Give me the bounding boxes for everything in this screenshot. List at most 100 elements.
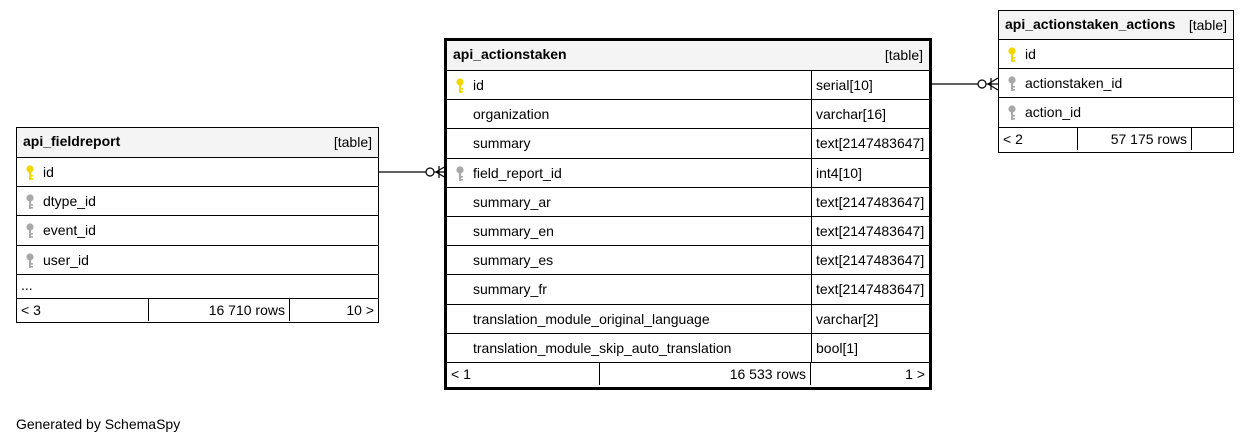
column-name-cell: summary_fr — [447, 275, 811, 303]
column-row-field-report-id[interactable]: field_report_id int4[10] — [447, 158, 929, 188]
parents-link[interactable]: < 2 — [999, 127, 1078, 150]
column-name-cell: translation_module_skip_auto_translation — [447, 334, 811, 362]
table-kind: [table] — [884, 47, 923, 63]
column-list: id dtype_id event_id user_id — [17, 158, 378, 275]
table-header: api_actionstaken [table] — [447, 41, 929, 71]
relation-actionstaken-actions — [930, 77, 999, 91]
column-name-cell: id — [999, 40, 1233, 68]
parents-link[interactable]: < 3 — [17, 298, 149, 321]
column-name: event_id — [43, 222, 96, 239]
relation-fieldreport-actionstaken — [379, 165, 447, 179]
table-kind: [table] — [1188, 17, 1227, 33]
table-footer: < 3 16 710 rows 10 > — [17, 298, 378, 321]
foreign-key-icon — [456, 165, 464, 182]
foreign-key-icon — [1008, 76, 1016, 92]
children-link[interactable]: 10 > — [346, 301, 374, 318]
column-row-actionstaken-id[interactable]: actionstaken_id — [999, 69, 1233, 99]
column-row-summary-es[interactable]: summary_es text[2147483647] — [447, 246, 929, 276]
column-row-translation-module-original-language[interactable]: translation_module_original_language varc… — [447, 304, 929, 334]
foreign-key-icon — [26, 252, 34, 269]
table-footer: < 2 57 175 rows — [999, 127, 1233, 150]
primary-key-icon — [26, 165, 34, 181]
column-name: translation_module_original_language — [473, 310, 710, 327]
foreign-key-icon — [26, 223, 34, 239]
column-type: text[2147483647] — [811, 216, 929, 246]
column-name-cell: translation_module_original_language — [447, 305, 811, 333]
column-name: summary — [473, 135, 531, 152]
column-type: varchar[16] — [811, 100, 929, 129]
table-header: api_fieldreport [table] — [17, 128, 378, 158]
column-type: serial[10] — [811, 71, 929, 100]
column-type: varchar[2] — [811, 304, 929, 333]
foreign-key-icon — [1008, 105, 1016, 121]
table-api-fieldreport[interactable]: api_fieldreport [table] id dtype_id event_… — [16, 127, 379, 323]
column-name-cell: organization — [447, 100, 811, 128]
column-name: id — [473, 77, 484, 93]
column-name-cell: field_report_id — [447, 159, 811, 187]
column-name-cell: event_id — [17, 216, 378, 244]
row-count: 16 710 rows — [149, 298, 290, 321]
column-name: summary_es — [473, 252, 554, 269]
column-name-cell: summary_en — [447, 217, 811, 245]
more-columns-ellipsis: ... — [21, 276, 33, 293]
column-name: translation_module_skip_auto_translation — [473, 339, 732, 356]
column-type: text[2147483647] — [811, 246, 929, 275]
footer-empty-cell — [1192, 128, 1233, 150]
column-row-translation-module-skip-auto-translation[interactable]: translation_module_skip_auto_translation… — [447, 333, 929, 363]
column-row-summary-fr[interactable]: summary_fr text[2147483647] — [447, 275, 929, 305]
column-name-cell: actionstaken_id — [999, 69, 1233, 97]
parents-link[interactable]: < 1 — [447, 362, 600, 385]
column-row-organization[interactable]: organization varchar[16] — [447, 100, 929, 130]
primary-key-icon — [456, 78, 464, 94]
column-type: bool[1] — [811, 333, 929, 362]
primary-key-icon — [1008, 47, 1016, 63]
table-header: api_actionstaken_actions [table] — [999, 11, 1233, 40]
foreign-key-icon — [26, 194, 34, 210]
row-count: 16 533 rows — [600, 362, 811, 385]
column-row-id[interactable]: id — [17, 158, 378, 188]
column-row-dtype-id[interactable]: dtype_id — [17, 187, 378, 217]
column-name-cell: action_id — [999, 98, 1233, 126]
column-row-id[interactable]: id serial[10] — [447, 71, 929, 101]
column-name: action_id — [1025, 104, 1082, 121]
column-name-cell: summary — [447, 129, 811, 157]
table-api-actionstaken-actions[interactable]: api_actionstaken_actions [table] id actio… — [998, 10, 1234, 153]
column-name-cell: summary_es — [447, 246, 811, 274]
column-row-id[interactable]: id — [999, 40, 1233, 70]
column-type: text[2147483647] — [811, 275, 929, 304]
children-link[interactable]: 1 > — [905, 365, 925, 382]
column-row-summary-ar[interactable]: summary_ar text[2147483647] — [447, 187, 929, 217]
table-name: api_actionstaken_actions — [1005, 16, 1176, 32]
column-name: actionstaken_id — [1025, 75, 1123, 92]
column-name: field_report_id — [473, 164, 562, 181]
column-name: summary_ar — [473, 193, 551, 210]
column-name-cell: user_id — [17, 246, 378, 274]
table-kind: [table] — [333, 134, 372, 150]
column-type: int4[10] — [811, 158, 929, 187]
column-name: user_id — [43, 251, 89, 268]
column-type: text[2147483647] — [811, 129, 929, 158]
column-name: id — [43, 164, 54, 180]
column-list: id actionstaken_id action_id — [999, 40, 1233, 128]
generator-credit: Generated by SchemaSpy — [16, 416, 181, 432]
table-name: api_fieldreport — [23, 133, 121, 149]
column-row-event-id[interactable]: event_id — [17, 216, 378, 246]
table-name: api_actionstaken — [453, 46, 567, 62]
column-type: text[2147483647] — [811, 187, 929, 216]
column-name: summary_fr — [473, 281, 547, 298]
column-name-cell: summary_ar — [447, 188, 811, 216]
column-name: organization — [473, 106, 550, 123]
column-name-cell: dtype_id — [17, 187, 378, 215]
column-row-action-id[interactable]: action_id — [999, 98, 1233, 128]
column-row-user-id[interactable]: user_id — [17, 246, 378, 275]
table-footer: < 1 16 533 rows 1 > — [447, 362, 929, 385]
more-columns-row: ... — [17, 275, 378, 299]
column-name: id — [1025, 46, 1036, 62]
column-name-cell: id — [447, 71, 811, 99]
column-name: dtype_id — [43, 193, 96, 210]
column-row-summary[interactable]: summary text[2147483647] — [447, 129, 929, 159]
